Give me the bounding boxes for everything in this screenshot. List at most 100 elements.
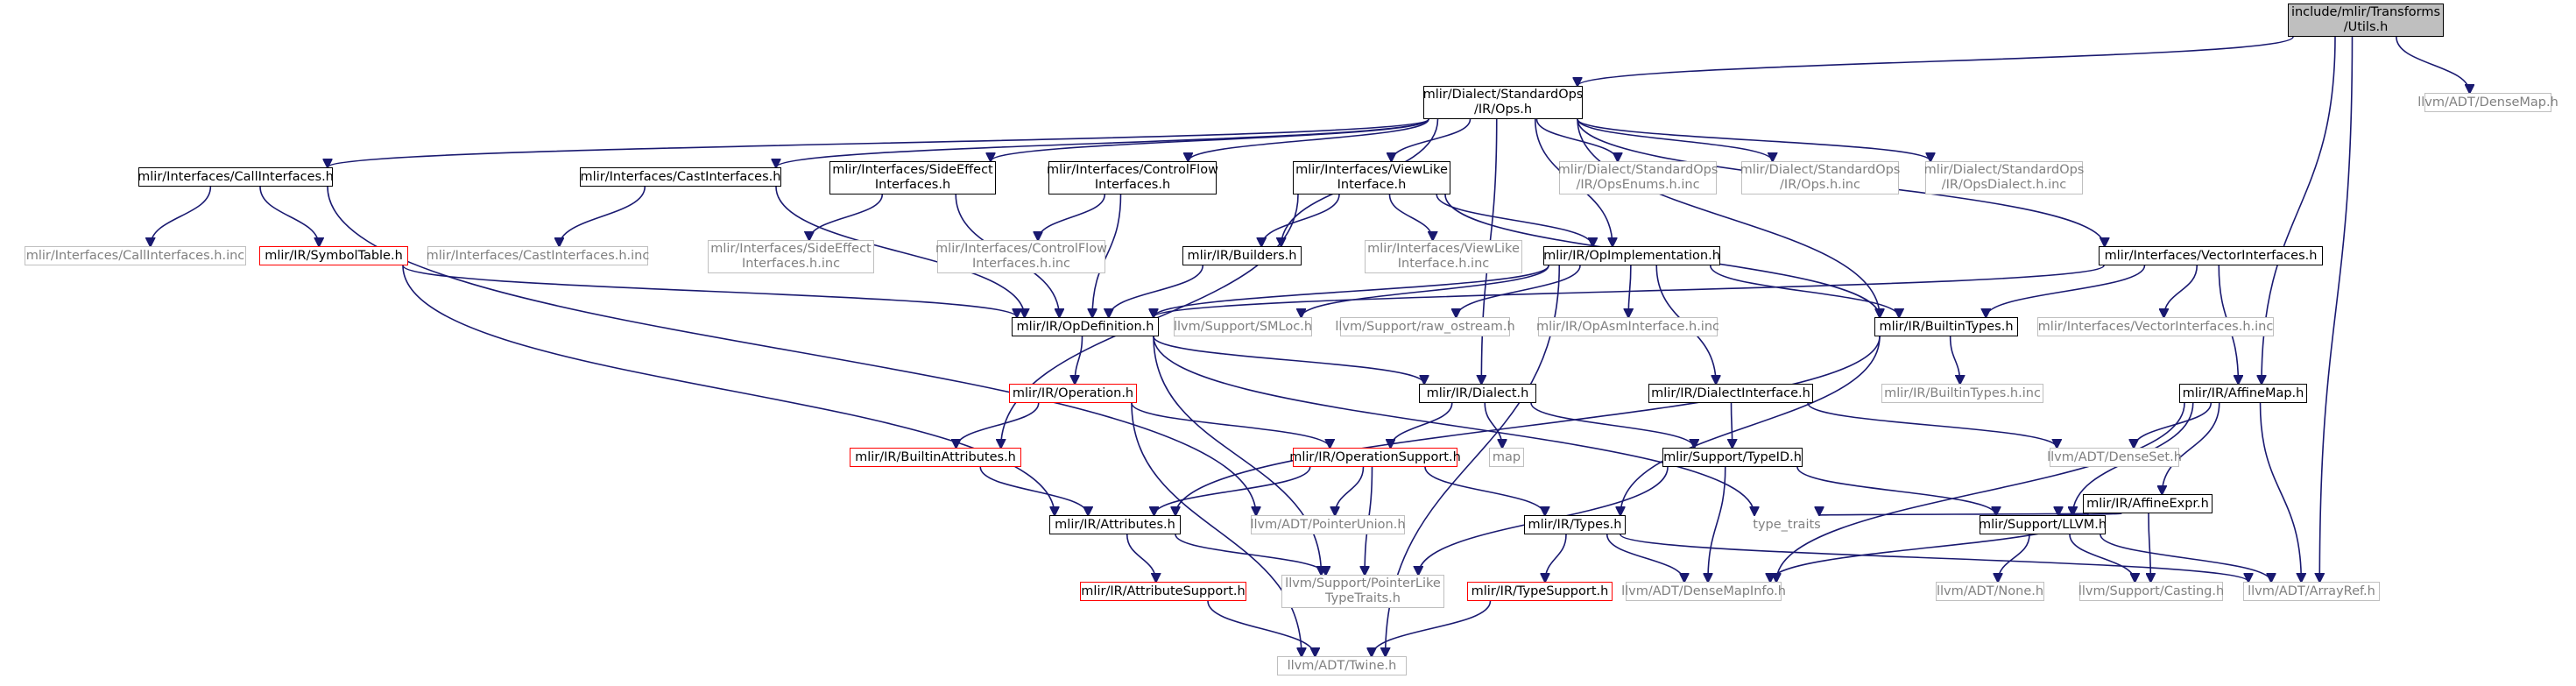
edge-sideeff-to-sideeffinc <box>809 194 884 240</box>
node-callifinc: mlir/Interfaces/CallInterfaces.h.inc <box>25 246 246 265</box>
edge-opimpl-to-rawostream <box>1456 265 1581 317</box>
node-llvmh[interactable]: mlir/Support/LLVM.h <box>1979 515 2107 534</box>
node-affinemap[interactable]: mlir/IR/AffineMap.h <box>2179 384 2307 403</box>
node-callif[interactable]: mlir/Interfaces/CallInterfaces.h <box>138 167 334 187</box>
edge-types-to-arrayref <box>1620 534 2248 582</box>
edge-llvmh-to-arrayref <box>2100 534 2271 582</box>
node-ctrlflow[interactable]: mlir/Interfaces/ControlFlow Interfaces.h <box>1047 161 1218 194</box>
node-arrayref: llvm/ADT/ArrayRef.h <box>2243 582 2380 601</box>
node-opsupport[interactable]: mlir/IR/OperationSupport.h <box>1289 448 1461 467</box>
edge-opimpl-to-opdef <box>1154 265 1549 317</box>
node-densemap: llvm/ADT/DenseMap.h <box>2417 93 2558 112</box>
edge-dialectif-to-denseset <box>1807 402 2057 448</box>
node-dialectif[interactable]: mlir/IR/DialectInterface.h <box>1648 384 1813 403</box>
node-sideeff[interactable]: mlir/Interfaces/SideEffect Interfaces.h <box>829 161 996 194</box>
edge-ops-to-sideeff <box>991 118 1429 161</box>
edge-attributes-to-pltt <box>1175 534 1326 575</box>
node-pointerunion: llvm/ADT/PointerUnion.h <box>1250 515 1406 534</box>
edge-builtintypes-to-builtintypesinc <box>1949 336 1960 384</box>
edge-dialectif-to-typeid <box>1732 402 1733 448</box>
edge-ops-to-opsenums <box>1535 118 1618 161</box>
edge-attributes-to-attrsupport <box>1126 534 1156 582</box>
edge-builtintypes-to-attributes <box>1175 336 1881 515</box>
node-castif[interactable]: mlir/Interfaces/CastInterfaces.h <box>580 167 781 187</box>
node-symtab[interactable]: mlir/IR/SymbolTable.h <box>259 246 408 265</box>
node-viewlike[interactable]: mlir/Interfaces/ViewLike Interface.h <box>1293 161 1450 194</box>
edge-operation-to-opsupport <box>1131 402 1330 448</box>
edge-types-to-densemapinfo <box>1606 534 1684 582</box>
edge-ops-to-ctrlflow <box>1188 118 1429 161</box>
edge-opsupport-to-pointerunion <box>1335 466 1365 515</box>
edge-dialect-to-map <box>1484 402 1502 448</box>
node-map: map <box>1489 448 1524 467</box>
node-opasminc: mlir/IR/OpAsmInterface.h.inc <box>1536 317 1719 336</box>
node-ctrlflowinc: mlir/Interfaces/ControlFlow Interfaces.h… <box>935 240 1107 273</box>
node-vectorifinc: mlir/Interfaces/VectorInterfaces.h.inc <box>2037 317 2274 336</box>
edge-symtab-to-attributes <box>402 265 1055 515</box>
node-opdef[interactable]: mlir/IR/OpDefinition.h <box>1012 317 1159 336</box>
edge-opsupport-to-types <box>1424 466 1545 515</box>
node-ops[interactable]: mlir/Dialect/StandardOps /IR/Ops.h <box>1423 86 1583 119</box>
node-builtintypes[interactable]: mlir/IR/BuiltinTypes.h <box>1874 317 2018 336</box>
edge-callif-to-pointerunion <box>327 186 1256 515</box>
edge-builtintypes-to-types <box>1620 336 1881 515</box>
node-builtintypesinc: mlir/IR/BuiltinTypes.h.inc <box>1881 384 2043 403</box>
edge-operation-to-twine <box>1131 402 1302 656</box>
edge-typeid-to-densemapinfo <box>1708 466 1726 582</box>
edge-typesupport-to-twine <box>1372 600 1492 656</box>
edge-viewlike-to-opimpl <box>1436 194 1592 246</box>
edge-ctrlflow-to-ctrlflowinc <box>1038 194 1106 240</box>
edge-callif-to-symtab <box>259 186 319 246</box>
edge-callif-to-callifinc <box>151 186 212 246</box>
node-typetraits: type_traits <box>1753 517 1821 532</box>
node-typeid[interactable]: mlir/Support/TypeID.h <box>1662 448 1803 467</box>
node-builtinattrs[interactable]: mlir/IR/BuiltinAttributes.h <box>850 448 1021 467</box>
node-opsdialect: mlir/Dialect/StandardOps /IR/OpsDialect.… <box>1924 161 2084 194</box>
edge-opdef-to-typetraits <box>1153 336 1754 515</box>
node-types[interactable]: mlir/IR/Types.h <box>1524 515 1626 534</box>
edge-attrsupport-to-twine <box>1207 600 1315 656</box>
edge-symtab-to-opdef <box>402 265 1017 317</box>
node-denseset: llvm/ADT/DenseSet.h <box>2047 448 2182 467</box>
node-vectorif[interactable]: mlir/Interfaces/VectorInterfaces.h <box>2099 246 2323 265</box>
node-root: include/mlir/Transforms /Utils.h <box>2288 4 2444 37</box>
edge-root-to-ops <box>1577 36 2294 86</box>
node-sideeffinc: mlir/Interfaces/SideEffect Interfaces.h.… <box>708 240 874 273</box>
edge-opdef-to-operation <box>1075 336 1083 384</box>
node-pltt: llvm/Support/PointerLike TypeTraits.h <box>1281 575 1444 608</box>
edge-opsupport-to-attributes <box>1154 466 1311 515</box>
edge-ops-to-callif <box>328 118 1429 167</box>
edge-typeid-to-llvmh <box>1796 466 1996 515</box>
node-affineexpr[interactable]: mlir/IR/AffineExpr.h <box>2083 494 2213 513</box>
edge-types-to-typesupport <box>1545 534 1567 582</box>
edge-root-to-arrayref <box>2319 36 2354 582</box>
edge-viewlike-to-builders <box>1261 194 1340 246</box>
edge-llvmh-to-none <box>1998 534 2030 582</box>
node-densemapinfo: llvm/ADT/DenseMapInfo.h <box>1621 582 1786 601</box>
node-attrsupport[interactable]: mlir/IR/AttributeSupport.h <box>1080 582 1246 601</box>
edge-operation-to-builtinattrs <box>956 402 1040 448</box>
edge-dialect-to-opsupport <box>1391 402 1453 448</box>
edge-opimpl-to-smloc <box>1302 265 1549 317</box>
edge-vectorif-to-builtintypes <box>1986 265 2146 317</box>
node-castifinc: mlir/Interfaces/CastInterfaces.h.inc <box>427 246 649 265</box>
node-typesupport[interactable]: mlir/IR/TypeSupport.h <box>1467 582 1613 601</box>
node-opimpl[interactable]: mlir/IR/OpImplementation.h <box>1543 246 1720 265</box>
edge-opdef-to-dialect <box>1153 336 1424 384</box>
node-builders[interactable]: mlir/IR/Builders.h <box>1182 246 1302 265</box>
node-opsinc: mlir/Dialect/StandardOps /IR/Ops.h.inc <box>1740 161 1900 194</box>
node-opsenums: mlir/Dialect/StandardOps /IR/OpsEnums.h.… <box>1558 161 1718 194</box>
edge-ctrlflow-to-opdef <box>1092 194 1122 317</box>
node-attributes[interactable]: mlir/IR/Attributes.h <box>1049 515 1181 534</box>
edge-affinemap-to-arrayref <box>2259 402 2302 582</box>
edge-builtinattrs-to-attributes <box>979 466 1088 515</box>
edge-vectorif-to-vectorifinc <box>2163 265 2198 317</box>
node-dialect[interactable]: mlir/IR/Dialect.h <box>1419 384 1536 403</box>
node-twine: llvm/ADT/Twine.h <box>1277 656 1407 675</box>
node-operation[interactable]: mlir/IR/Operation.h <box>1009 384 1137 403</box>
edge-dialect-to-typeid <box>1530 402 1694 448</box>
node-smloc: llvm/Support/SMLoc.h <box>1174 317 1312 336</box>
edge-opimpl-to-builtintypes <box>1709 265 1899 317</box>
edge-castif-to-castifinc <box>559 186 646 246</box>
